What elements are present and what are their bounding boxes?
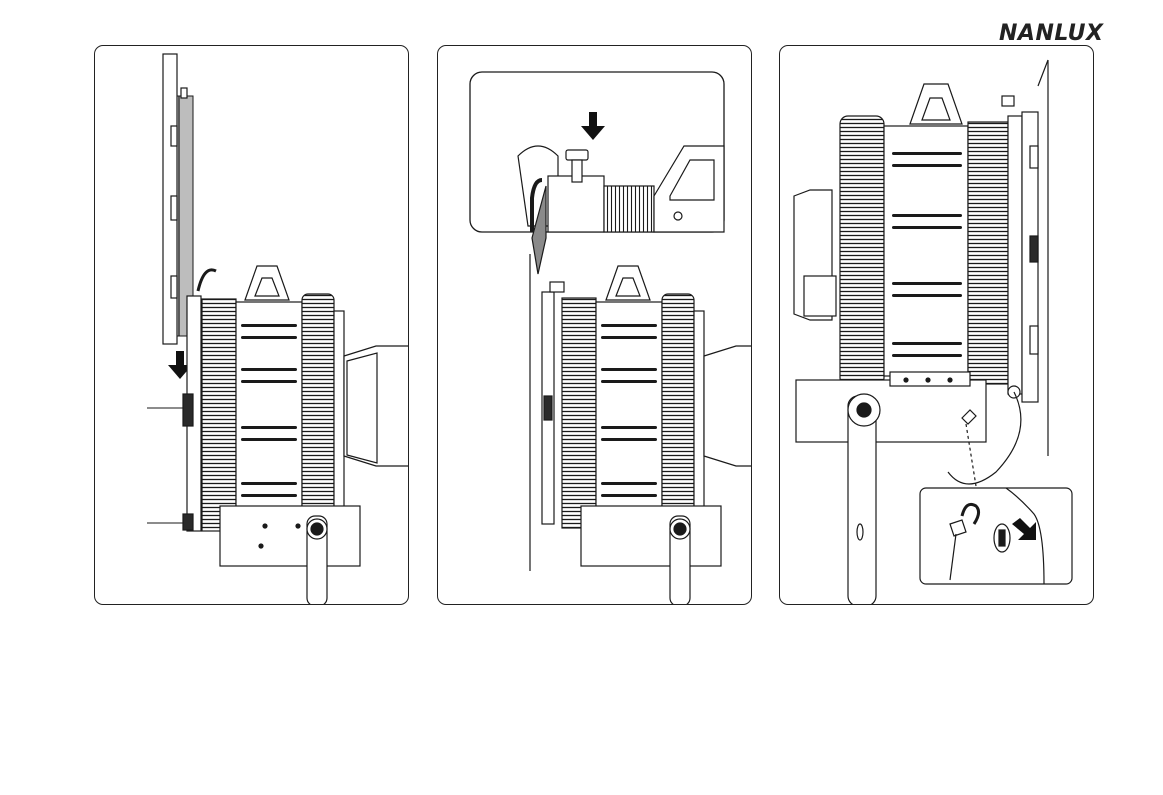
detail-inset	[920, 488, 1072, 584]
svg-text:NANLUX: NANLUX	[999, 21, 1104, 46]
step-3-illustration	[780, 46, 1094, 605]
detail-inset	[470, 72, 724, 274]
step-1-panel	[94, 45, 409, 605]
step-1-illustration	[95, 46, 409, 605]
nanlux-logo: NANLUX	[997, 18, 1123, 46]
step-3-panel	[779, 45, 1094, 605]
step-2-illustration	[438, 46, 752, 605]
callout-lines	[147, 408, 185, 523]
step-2-panel	[437, 45, 752, 605]
